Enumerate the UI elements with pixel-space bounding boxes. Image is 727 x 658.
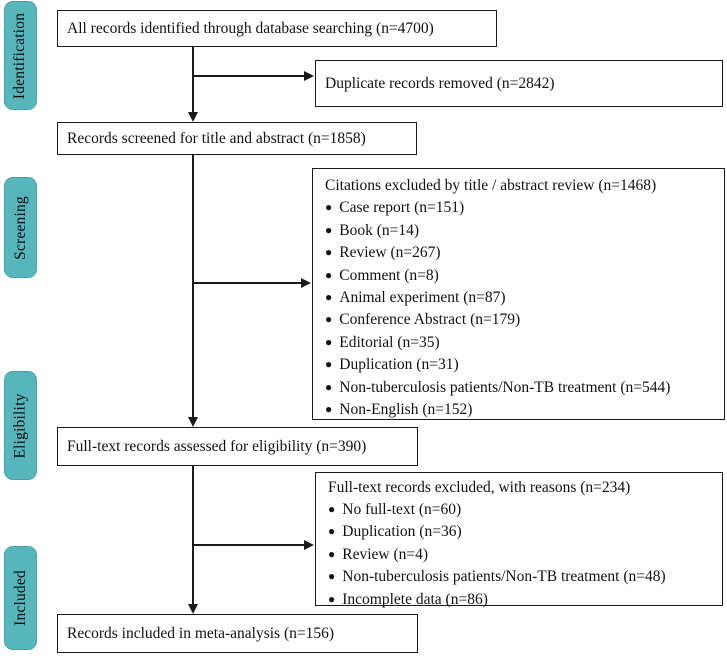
bullet-icon [325,334,339,351]
excluded-reason-item: No full-text (n=60) [328,499,716,522]
box-records-identified-text: All records identified through database … [67,19,434,37]
excluded-reason-item: Comment (n=8) [325,265,718,287]
box-duplicates-removed-text: Duplicate records removed (n=2842) [325,74,555,92]
bullet-icon [325,289,339,306]
stage-screening: Screening [4,177,37,278]
box-fulltext-assessed: Full-text records assessed for eligibili… [57,427,418,466]
stage-screening-label: Screening [11,195,29,260]
box-fulltext-assessed-text: Full-text records assessed for eligibili… [67,437,367,455]
title-abstract-excluded-header: Citations excluded by title / abstract r… [325,177,657,194]
stage-included-label: Included [11,570,29,626]
excluded-reason-item: Editorial (n=35) [325,332,718,354]
bullet-icon [325,267,339,284]
box-records-included: Records included in meta-analysis (n=156… [57,614,418,653]
excluded-reason-item: Review (n=267) [325,242,718,264]
bullet-icon [325,199,339,216]
bullet-icon [325,401,339,418]
arrow-down-icon [187,417,198,427]
excluded-reason-item: Duplication (n=36) [328,521,716,544]
connector-screened-to-assessed [192,155,194,419]
excluded-reason-item: Duplication (n=31) [325,354,718,376]
connector-to-title-abstract-excluded [192,282,302,284]
bullet-icon [325,222,339,239]
excluded-reason-item: Case report (n=151) [325,197,718,219]
stage-identification: Identification [4,1,37,110]
connector-to-duplicates [192,75,305,77]
stage-eligibility: Eligibility [4,371,37,480]
bullet-icon [325,311,339,328]
arrow-right-icon [301,277,311,288]
bullet-icon [328,546,342,563]
connector-identified-to-screened [192,47,194,113]
excluded-reason-item: Incomplete data (n=86) [328,589,716,612]
box-duplicates-removed: Duplicate records removed (n=2842) [315,60,723,107]
excluded-reason-item: Non-English (n=152) [325,399,718,421]
bullet-icon [328,591,342,608]
excluded-reason-item: Animal experiment (n=87) [325,287,718,309]
excluded-reason-item: Non-tuberculosis patients/Non-TB treatme… [325,377,718,399]
bullet-icon [328,523,342,540]
box-title-abstract-excluded: Citations excluded by title / abstract r… [312,168,725,420]
bullet-icon [325,244,339,261]
bullet-icon [328,568,342,585]
connector-to-fulltext-excluded [192,544,305,546]
stage-included: Included [4,546,37,650]
box-records-screened: Records screened for title and abstract … [57,122,417,155]
fulltext-excluded-header: Full-text records excluded, with reasons… [328,479,631,496]
excluded-reason-item: Non-tuberculosis patients/Non-TB treatme… [328,566,716,589]
box-records-identified: All records identified through database … [57,10,497,47]
excluded-reason-item: Conference Abstract (n=179) [325,309,718,331]
arrow-right-icon [304,70,314,81]
arrow-down-icon [187,112,198,122]
box-records-included-text: Records included in meta-analysis (n=156… [67,624,335,642]
box-fulltext-excluded: Full-text records excluded, with reasons… [315,472,723,608]
connector-assessed-to-included [192,466,194,606]
bullet-icon [325,356,339,373]
box-records-screened-text: Records screened for title and abstract … [67,129,366,147]
bullet-icon [325,379,339,396]
stage-identification-label: Identification [11,12,29,99]
stage-eligibility-label: Eligibility [11,392,29,459]
arrow-down-icon [187,604,198,614]
excluded-reason-item: Review (n=4) [328,544,716,567]
arrow-right-icon [304,539,314,550]
excluded-reason-item: Book (n=14) [325,220,718,242]
bullet-icon [328,501,342,518]
